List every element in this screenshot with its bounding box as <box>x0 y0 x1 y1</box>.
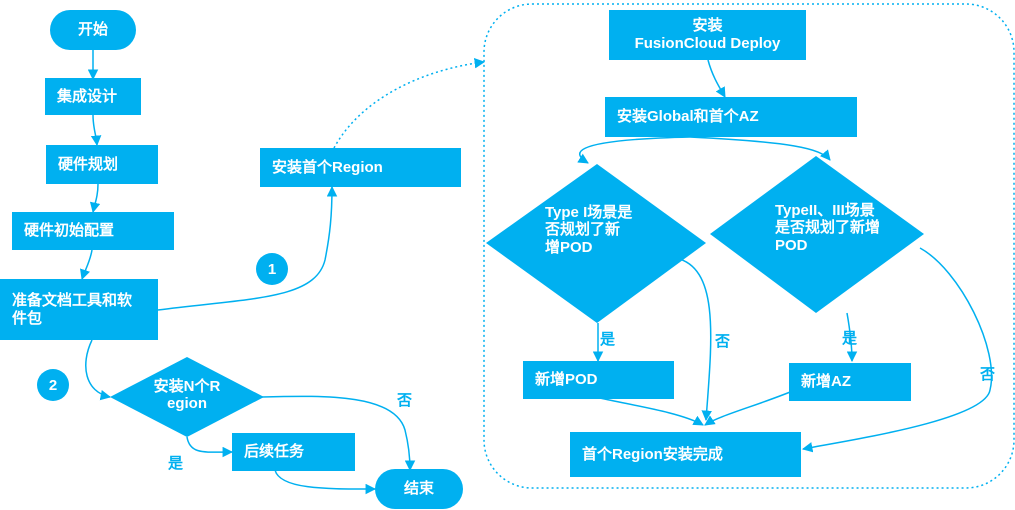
region-install-container <box>483 3 1015 489</box>
edge-type23-done <box>801 247 993 453</box>
no-label-type23: 否 <box>980 366 996 383</box>
edge-nregion-followup <box>186 436 234 458</box>
hardware-planning-box[interactable]: 硬件规划 <box>46 145 158 184</box>
first-region-done-box[interactable]: 首个Region安装完成 <box>570 432 801 477</box>
integration-design-box[interactable]: 集成设计 <box>45 78 141 115</box>
decision-type23 <box>710 156 924 313</box>
start-node[interactable]: 开始 <box>50 10 136 50</box>
edge-design-hwplan <box>90 114 102 147</box>
no-label-n-region: 否 <box>397 392 413 409</box>
decision-n-region-label: 安装N个Region <box>153 378 221 413</box>
install-global-box[interactable]: 安装Global和首个AZ <box>605 97 857 137</box>
add-az-box[interactable]: 新增AZ <box>789 363 911 401</box>
edge-nregion-end <box>261 395 416 472</box>
decision-type23-label: TypeII、III场景是否规划了新增POD <box>775 202 881 254</box>
edge-global-type1 <box>577 136 691 164</box>
prepare-docs-box[interactable]: 准备文档工具和软件包 <box>0 279 158 340</box>
yes-label-n-region: 是 <box>168 455 184 472</box>
no-label-type1: 否 <box>715 333 731 350</box>
install-fcd-box[interactable]: 安装 FusionCloud Deploy <box>609 10 806 60</box>
edge-addaz-done <box>704 387 801 426</box>
install-fcd-line1: 安装 <box>692 17 723 34</box>
edge-prepare-firstregion <box>157 185 338 311</box>
edge-global-type23 <box>689 136 831 161</box>
edge-hwinit-prepare <box>80 249 93 280</box>
edge-followup-end <box>274 469 377 495</box>
yes-label-type23: 是 <box>842 330 858 347</box>
edge-hwplan-hwinit <box>89 183 101 214</box>
edge-type23-addaz <box>846 312 858 363</box>
step-2-badge: 2 <box>37 369 69 401</box>
hardware-init-box[interactable]: 硬件初始配置 <box>12 212 174 250</box>
step-1-badge: 1 <box>256 253 288 285</box>
decision-n-region <box>110 357 264 437</box>
edge-firstregion-container <box>333 57 486 149</box>
edge-fcd-global <box>707 59 726 98</box>
install-fcd-line2: FusionCloud Deploy <box>634 35 781 52</box>
decision-type1-label: Type I场景是否规划了新增POD <box>545 204 633 256</box>
install-first-region-box[interactable]: 安装首个Region <box>260 148 461 187</box>
end-node[interactable]: 结束 <box>375 469 463 509</box>
add-pod-box[interactable]: 新增POD <box>523 361 674 399</box>
follow-up-box[interactable]: 后续任务 <box>232 433 355 471</box>
edge-prepare-nregion <box>85 339 112 401</box>
edge-type1-done <box>675 257 712 422</box>
decision-type1 <box>486 164 706 323</box>
yes-label-type1: 是 <box>600 331 616 348</box>
edge-addpod-done <box>599 397 704 426</box>
